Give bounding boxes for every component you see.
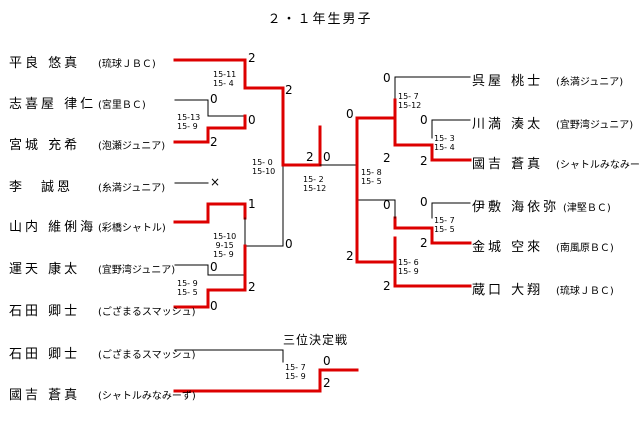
player-club: (彩橋シャトル) [98,223,166,234]
player-name: 平良 悠真 [9,56,81,71]
match-score: 15-10 9-15 15- 9 [213,232,237,259]
player-name: 川満 湊太 [472,117,544,132]
match-result: 2 [383,279,391,293]
player-club: (津堅ＢＣ) [563,203,611,214]
match-result: 2 [285,83,293,97]
match-score: 15- 8 15- 5 [361,168,382,186]
player-club: (宮里ＢＣ) [98,100,146,111]
match-score: 15- 7 15-12 [398,92,422,110]
match-result: 2 [383,151,391,165]
player-name: 金城 空來 [472,240,544,255]
match-result: 2 [420,154,428,168]
match-result: 2 [420,236,428,250]
player-club: (宜野湾ジュニア) [556,120,634,131]
match-score: 15- 7 15- 9 [285,363,306,381]
match-result: 0 [285,237,293,251]
bracket-line [394,76,471,101]
bracket-line [173,202,247,224]
match-score: 15- 6 15- 9 [398,258,419,276]
match-result: 2 [248,51,256,65]
player-name: 李 誠恩 [9,180,74,195]
bracket-line [173,58,247,90]
player-club: (南風原ＢＣ) [556,243,614,254]
player-name: 國吉 蒼真 [472,157,544,172]
bracket-line [393,116,472,162]
third-place-title: 三位決定戦 [283,333,349,347]
match-result: 0 [210,299,218,313]
match-score: 15- 0 15-10 [252,158,276,176]
bracket-line [431,202,471,219]
player-club: (ござまるスマッシュ) [98,350,196,361]
match-result: 0 [420,195,428,209]
player-name: 山内 維俐海 [9,220,97,235]
player-name: 運天 康太 [9,262,81,277]
player-club: (宜野湾ジュニア) [98,265,176,276]
match-result: 0 [210,92,218,106]
page-title: ２・１年生男子 [267,12,373,27]
bracket-line [173,244,247,309]
match-score: 15-13 15- 9 [177,113,201,131]
match-score: 15- 7 15- 5 [434,216,455,234]
bracket-line [355,98,397,167]
match-result: 0 [210,260,218,274]
player-club: (糸満ジュニア) [556,77,624,88]
player-club: (シャトルみなみーず) [98,391,196,402]
player-name: 石田 卿士 [9,347,81,362]
match-result: 1 [248,197,256,211]
match-result: 0 [383,198,391,212]
match-score: 15- 9 15- 5 [177,279,198,297]
match-result: 2 [248,280,256,294]
final-result-left: 2 [306,150,314,164]
match-score: 15- 2 15-12 [303,175,327,193]
player-name: 石田 卿士 [9,304,81,319]
match-result: 0 [346,107,354,121]
match-score: 15-11 15- 4 [213,70,237,88]
bracket-line [174,264,246,276]
bracket-line [431,119,471,139]
match-result: 0 [420,113,428,127]
bracket-line [173,114,247,144]
match-result: 2 [346,249,354,263]
bracket-line [173,368,359,393]
bye-mark: × [210,175,221,189]
match-result: 2 [210,135,218,149]
player-club: (シャトルみなみーず) [556,160,640,171]
player-club: (琉球ＪＢＣ) [98,59,156,70]
match-result: 0 [248,113,256,127]
bracket-line [243,86,285,167]
player-name: 呉屋 桃士 [472,74,544,89]
match-result: 0 [323,354,331,368]
match-result: 0 [383,71,391,85]
player-name: 伊敷 海依弥 [472,200,560,215]
player-name: 國吉 蒼真 [9,388,81,403]
player-club: (琉球ＪＢＣ) [556,286,614,297]
bracket-line [174,99,246,117]
player-club: (ござまるスマッシュ) [98,307,196,318]
bracket-line [355,163,397,264]
bracket-line [244,164,284,247]
bracket-line [393,216,472,245]
player-name: 蔵口 大翔 [472,283,544,298]
player-name: 志喜屋 律仁 [9,97,97,112]
final-result-right: 0 [323,150,331,164]
player-name: 宮城 充希 [9,138,81,153]
bracket-line [174,349,284,363]
match-result: 2 [323,376,331,390]
player-club: (糸満ジュニア) [98,183,166,194]
player-club: (泡瀬ジュニア) [98,141,166,152]
match-score: 15- 3 15- 4 [434,134,455,152]
